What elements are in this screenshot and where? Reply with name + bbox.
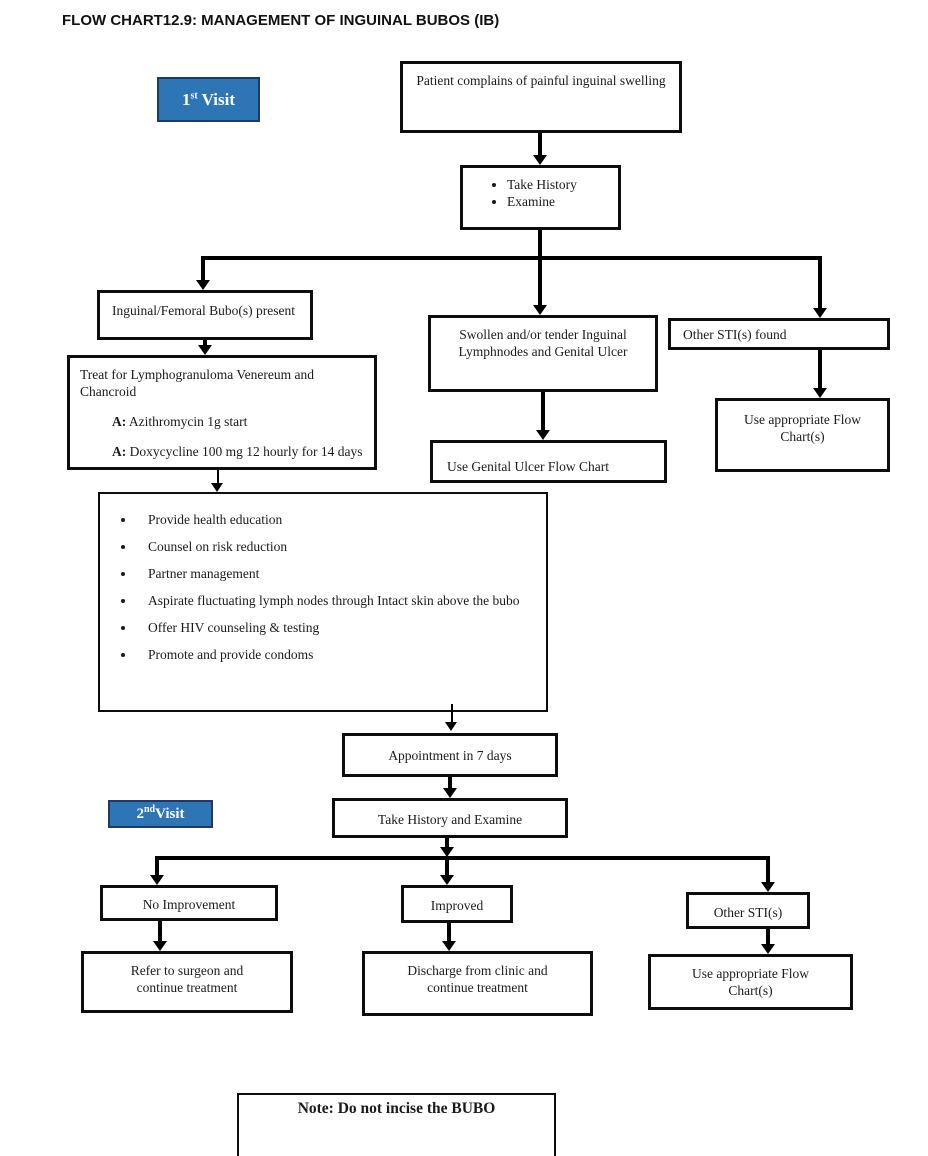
arrowhead [533,155,547,165]
connector-othersti2-flowchart [766,929,770,945]
arrowhead [813,308,827,318]
connector-branch-inguinal [201,256,205,281]
connector-history2-branch [445,838,449,849]
arrowhead [440,875,454,885]
node-swollen-lymphnodes: Swollen and/or tender Inguinal Lymphnode… [428,315,658,392]
connector-appointment-history2 [448,777,452,789]
care-item: Promote and provide condoms [136,646,538,663]
node-take-history-examine: Take History Examine [460,165,621,230]
node-other-sti-found: Other STI(s) found [668,318,890,350]
arrowhead [153,941,167,951]
connector-branch-improved [445,856,449,876]
connector-branch-noimprove [155,856,159,876]
arrowhead [761,882,775,892]
node-other-sti-2: Other STI(s) [686,892,810,929]
care-item: Provide health education [136,511,538,528]
node-care-checklist: Provide health education Counsel on risk… [98,492,548,712]
connector-inguinal-treat [203,340,207,347]
connector-patient-history [538,133,542,156]
connector-othersti-flowchart [818,350,822,388]
second-visit-label: 2ndVisit [136,803,185,822]
history-item: Examine [507,193,618,210]
connector-treat-care [217,470,219,485]
arrowhead [761,944,775,954]
arrowhead [813,388,827,398]
connector-branch-othersti [818,256,822,309]
node-appointment: Appointment in 7 days [342,733,558,777]
node-history2: Take History and Examine [332,798,568,838]
second-visit-badge: 2ndVisit [108,800,213,828]
node-no-improvement: No Improvement [100,885,278,921]
care-item: Partner management [136,565,538,582]
treat-drug: A: Doxycycline 100 mg 12 hourly for 14 d… [112,444,363,459]
arrowhead [440,847,454,857]
node-inguinal-bubo-present: Inguinal/Femoral Bubo(s) present [97,290,313,340]
arrowhead [533,305,547,315]
arrowhead [150,875,164,885]
care-item: Counsel on risk reduction [136,538,538,555]
page-title: FLOW CHART12.9: MANAGEMENT OF INGUINAL B… [62,12,500,29]
connector-noimprove-refer [158,921,162,942]
node-genital-ulcer-chart: Use Genital Ulcer Flow Chart [430,440,667,483]
arrowhead [196,280,210,290]
node-discharge: Discharge from clinic and continue treat… [362,951,593,1016]
treat-heading: Treat for Lymphogranuloma Venereum and C… [80,367,314,399]
history-item: Take History [507,176,618,193]
node-refer-surgeon: Refer to surgeon and continue treatment [81,951,293,1013]
connector-swollen-ulcerchart [541,392,545,430]
node-patient-complaint: Patient complains of painful inguinal sw… [400,61,682,133]
branch-line-2 [155,856,770,860]
arrowhead [445,722,457,731]
connector-care-appointment [451,704,453,724]
node-improved: Improved [401,885,513,923]
node-treat-lgv-chancroid: Treat for Lymphogranuloma Venereum and C… [67,355,377,470]
branch-line-1 [201,256,822,260]
connector-history-swollen [538,230,542,305]
connector-branch-othersti2 [766,856,770,883]
care-item: Offer HIV counseling & testing [136,619,538,636]
arrowhead [211,483,223,492]
treat-drug: A: Azithromycin 1g start [112,414,248,429]
node-use-flowchart-1: Use appropriate Flow Chart(s) [715,398,890,472]
note-box: Note: Do not incise the BUBO [237,1093,556,1156]
first-visit-badge: 1st Visit [157,77,260,122]
arrowhead [536,430,550,440]
arrowhead [443,788,457,798]
care-item: Aspirate fluctuating lymph nodes through… [136,592,538,609]
connector-improved-discharge [447,923,451,942]
node-use-flowchart-2: Use appropriate Flow Chart(s) [648,954,853,1010]
first-visit-label: 1st Visit [181,89,236,109]
arrowhead [442,941,456,951]
arrowhead [198,345,212,355]
